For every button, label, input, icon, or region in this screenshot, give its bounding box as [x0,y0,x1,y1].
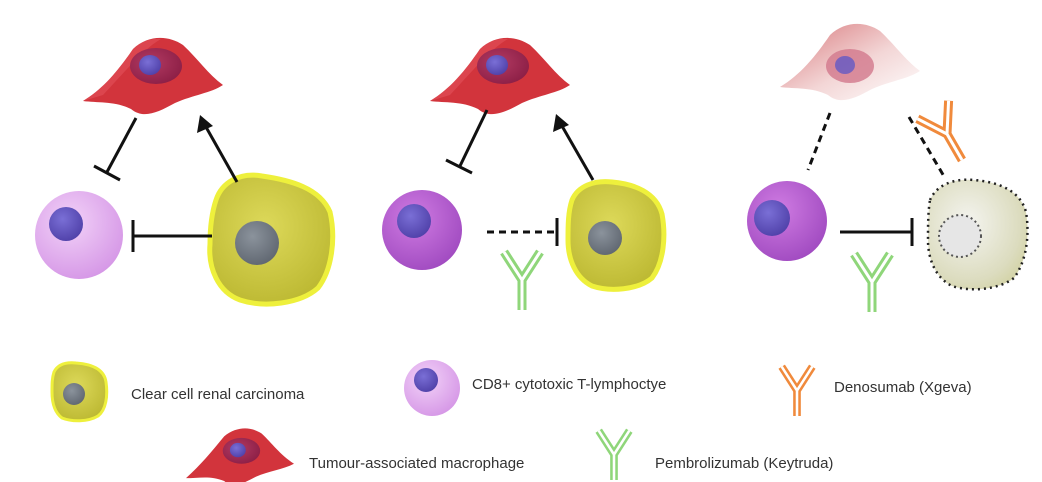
panel3-dashed-line-1 [806,112,832,171]
legend-label-macrophage: Tumour-associated macrophage [309,455,524,472]
legend-item-tcell: CD8+ cytotoxic T-lymphoctye [404,360,666,416]
panel2-inhibit-line-1 [458,109,489,167]
panel3-macrophage-faded [780,23,920,101]
legend-label-tcell: CD8+ cytotoxic T-lymphoctye [472,376,666,393]
panel2-arrow-line [560,125,595,181]
legend-label-clear-cell: Clear cell renal carcinoma [131,386,305,403]
panel2-carcinoma-nucleus [588,221,622,255]
panel2-macrophage [430,37,570,115]
panel2-inhibit-bar-1 [445,158,473,175]
panel1-macrophage [83,37,223,115]
panel3-denosumab [917,101,977,169]
legend-macrophage-icon [186,428,294,482]
panel1-inhibit-bar-1 [93,164,121,182]
panel2-pembrolizumab [504,252,540,310]
legend-item-denosumab: Denosumab (Xgeva) [782,367,972,416]
legend-item-pembrolizumab: Pembrolizumab (Keytruda) [599,431,833,480]
panel1-arrow-line [204,126,239,183]
panel-3 [747,23,1029,312]
panel2-tcell-nucleus [397,204,431,238]
panel1-carcinoma-nucleus [235,221,279,265]
panel1-tcell [35,191,123,279]
panel3-carcinoma-nucleus [938,214,982,258]
legend-item-clear-cell: Clear cell renal carcinoma [50,361,305,423]
panel3-pembrolizumab [854,254,890,312]
legend-label-pembrolizumab: Pembrolizumab (Keytruda) [655,455,833,472]
legend-label-denosumab: Denosumab (Xgeva) [834,379,972,396]
legend-tcell-nucleus-icon [414,368,438,392]
panel1-tcell-nucleus [49,207,83,241]
panel-1 [35,37,336,307]
legend-item-macrophage: Tumour-associated macrophage [186,428,524,482]
legend-carcinoma-nucleus-icon [63,383,85,405]
legend: Clear cell renal carcinoma CD8+ cytotoxi… [50,360,972,482]
panel1-inhibit-line-1 [105,117,138,173]
legend-pembrolizumab-icon [599,431,630,480]
panel2-arrow-head [553,114,569,132]
panel-2 [382,37,667,310]
panel3-tcell-nucleus [754,200,790,236]
legend-denosumab-icon [782,367,813,416]
panel1-arrow-head [197,115,213,133]
